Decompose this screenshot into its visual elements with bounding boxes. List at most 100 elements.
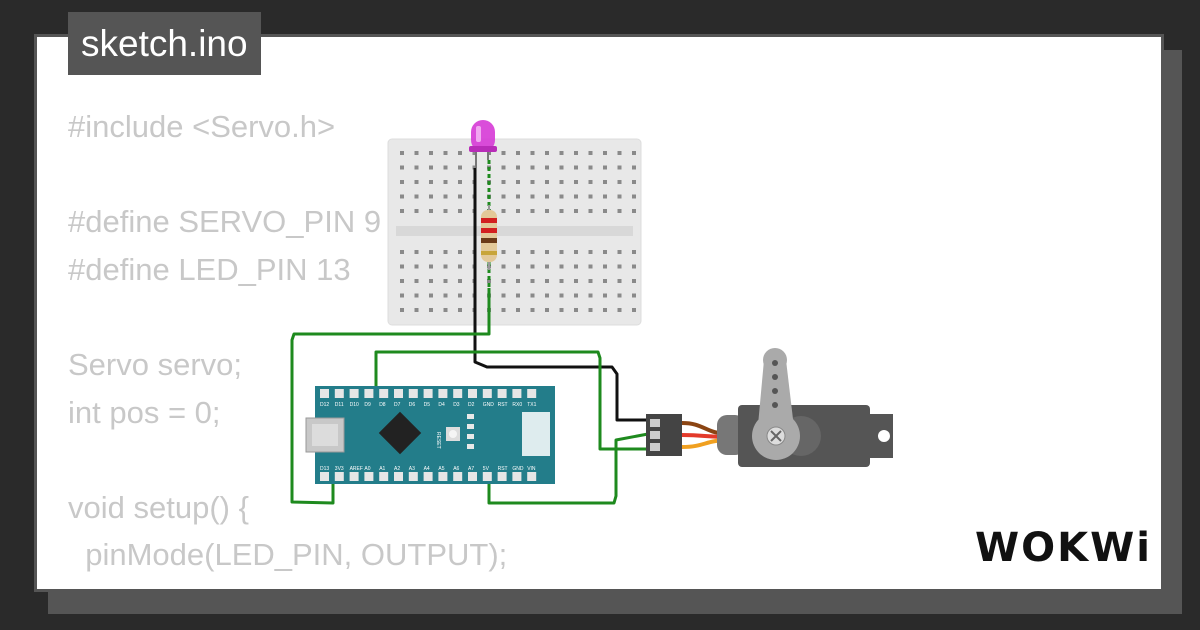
breadboard-hole [429, 151, 433, 155]
breadboard[interactable] [387, 138, 642, 326]
breadboard-hole [414, 209, 419, 213]
board-pin[interactable] [379, 389, 389, 398]
breadboard-hole [429, 264, 433, 269]
breadboard-hole [559, 293, 564, 298]
breadboard-hole [559, 151, 564, 155]
breadboard-hole [617, 308, 622, 312]
pin-label: D10 [350, 402, 359, 408]
board-pin[interactable] [512, 389, 522, 398]
board-pin[interactable] [364, 389, 374, 398]
breadboard-hole [559, 209, 564, 213]
board-pin[interactable] [334, 472, 344, 481]
code-line: #include <Servo.h> [68, 109, 336, 144]
board-pin[interactable] [438, 472, 448, 481]
resistor[interactable] [481, 205, 497, 270]
breadboard-hole [632, 194, 636, 199]
breadboard-hole [458, 165, 462, 170]
pin-label: A6 [453, 466, 459, 472]
board-pin[interactable] [497, 389, 507, 398]
board-pin[interactable] [497, 472, 507, 481]
breadboard-hole [632, 264, 636, 269]
pin-label: TX1 [527, 402, 536, 408]
breadboard-hole [458, 250, 462, 254]
board-pin[interactable] [423, 389, 433, 398]
pin-label: A7 [468, 466, 474, 472]
board-pin[interactable] [364, 472, 374, 481]
board-pin[interactable] [394, 389, 403, 398]
breadboard-hole [414, 151, 419, 155]
breadboard-hole [414, 194, 419, 199]
breadboard-hole [501, 165, 506, 170]
board-pin[interactable] [527, 389, 537, 398]
board-pin[interactable] [453, 472, 463, 481]
board-pin[interactable] [394, 472, 403, 481]
breadboard-hole [559, 264, 564, 269]
pin-label: D9 [364, 402, 371, 408]
breadboard-hole [443, 308, 448, 312]
board-pin[interactable] [320, 389, 329, 398]
breadboard-hole [632, 250, 636, 254]
breadboard-hole [501, 194, 506, 199]
board-pin[interactable] [512, 472, 522, 481]
breadboard-hole [400, 151, 404, 155]
servo-motor[interactable] [717, 348, 893, 467]
breadboard-hole [603, 165, 607, 170]
breadboard-hole [458, 264, 462, 269]
breadboard-hole [545, 250, 549, 254]
board-pin[interactable] [334, 389, 344, 398]
board-pin[interactable] [379, 472, 389, 481]
board-pin[interactable] [408, 389, 418, 398]
breadboard-hole [400, 194, 404, 199]
led[interactable] [469, 120, 497, 168]
breadboard-hole [429, 250, 433, 254]
breadboard-hole [516, 180, 520, 184]
board-pin[interactable] [408, 472, 418, 481]
board-pin[interactable] [349, 472, 359, 481]
breadboard-hole [603, 308, 607, 312]
pin-label: D3 [453, 402, 460, 408]
breadboard-hole [574, 308, 578, 312]
pin-label: D4 [438, 402, 445, 408]
breadboard-hole [472, 165, 477, 170]
breadboard-hole [617, 165, 622, 170]
breadboard-hole [545, 180, 549, 184]
board-pin[interactable] [527, 472, 537, 481]
breadboard-hole [501, 308, 506, 312]
breadboard-hole [414, 165, 419, 170]
breadboard-hole [632, 209, 636, 213]
breadboard-hole [400, 165, 404, 170]
breadboard-hole [516, 308, 520, 312]
breadboard-hole [530, 250, 535, 254]
breadboard-hole [545, 308, 549, 312]
board-pin[interactable] [349, 389, 359, 398]
breadboard-hole [588, 165, 593, 170]
breadboard-hole [501, 264, 506, 269]
pin-label: D6 [409, 402, 416, 408]
breadboard-hole [516, 293, 520, 298]
breadboard-hole [632, 308, 636, 312]
pin-label: D12 [320, 402, 329, 408]
breadboard-hole [603, 180, 607, 184]
breadboard-hole [559, 180, 564, 184]
breadboard-hole [458, 180, 462, 184]
breadboard-hole [545, 194, 549, 199]
board-pin[interactable] [468, 389, 477, 398]
breadboard-hole [400, 250, 404, 254]
board-pin[interactable] [468, 472, 477, 481]
breadboard-hole [429, 308, 433, 312]
breadboard-hole [588, 308, 593, 312]
breadboard-hole [588, 209, 593, 213]
breadboard-hole [545, 209, 549, 213]
board-pin[interactable] [482, 472, 492, 481]
breadboard-hole [400, 209, 404, 213]
board-pin[interactable] [423, 472, 433, 481]
breadboard-hole [530, 264, 535, 269]
board-pin[interactable] [453, 389, 463, 398]
breadboard-hole [400, 264, 404, 269]
board-pin[interactable] [438, 389, 448, 398]
board-pin[interactable] [320, 472, 329, 481]
breadboard-hole [617, 293, 622, 298]
file-name-tab[interactable]: sketch.ino [68, 12, 261, 75]
board-pin[interactable] [482, 389, 492, 398]
